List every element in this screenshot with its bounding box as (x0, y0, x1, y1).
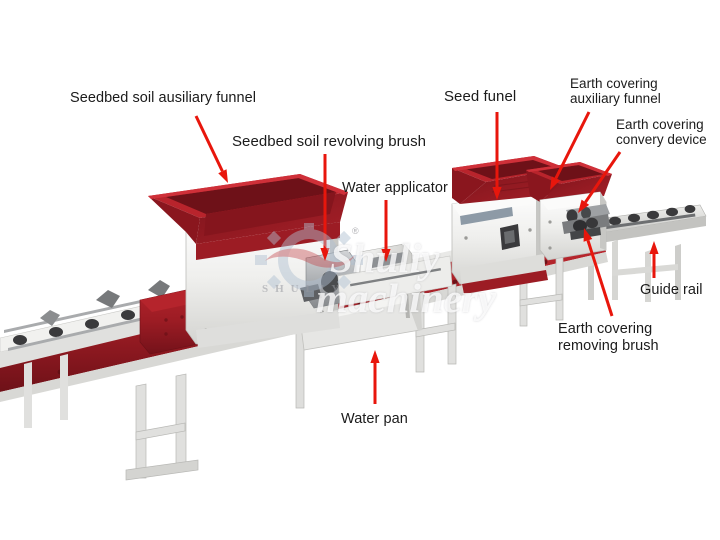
callout-label-seed-funel: Seed funel (444, 88, 517, 105)
seedbed-soil-ausiliary-funnel-hopper (148, 174, 348, 260)
callout-arrow-seedbed-soil-ausiliary-funnel (194, 115, 228, 183)
callout-label-water-applicator: Water applicator (342, 180, 448, 196)
callout-arrow-water-pan (370, 350, 380, 404)
callout-arrow-water-applicator (381, 200, 391, 262)
callout-label-earth-covering-convery-device: Earth covering convery device (616, 117, 707, 148)
callout-arrow-seed-funel (492, 112, 502, 200)
callout-label-seedbed-soil-ausiliary-funnel: Seedbed soil ausiliary funnel (70, 90, 257, 106)
mid-transfer-section (337, 255, 453, 307)
callout-arrow-layer (194, 111, 659, 404)
callout-label-guide-rail: Guide rail (640, 282, 703, 298)
callout-label-earth-covering-removing-brush: Earth covering removing brush (558, 321, 659, 354)
callout-arrow-earth-covering-auxiliary-funnel (550, 111, 591, 190)
callout-arrow-guide-rail (649, 241, 659, 278)
callout-arrow-earth-covering-convery-device (578, 151, 622, 213)
callout-label-water-pan: Water pan (341, 411, 408, 427)
callout-label-earth-covering-auxiliary-funnel: Earth covering auxiliary funnel (570, 76, 661, 107)
callout-label-seedbed-soil-revolving-brush: Seedbed soil revolving brush (232, 133, 427, 150)
infeed-roller-conveyor (0, 280, 174, 428)
seed-machine-body (451, 189, 548, 294)
callout-arrow-seedbed-soil-revolving-brush (320, 154, 330, 261)
callout-arrow-earth-covering-removing-brush (583, 228, 614, 317)
